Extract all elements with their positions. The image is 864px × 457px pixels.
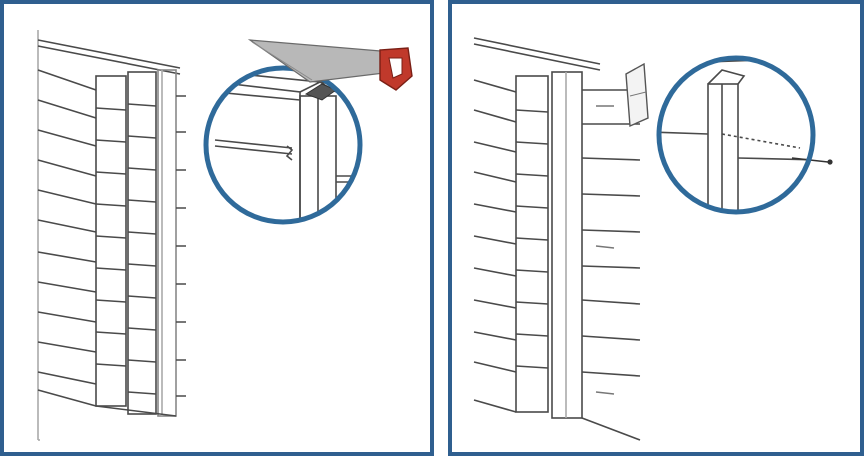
magnifier-right bbox=[656, 55, 833, 215]
siding-wall-left bbox=[37, 30, 186, 441]
panel-left bbox=[0, 0, 434, 456]
siding-wall-right bbox=[473, 37, 641, 441]
hand-saw-icon bbox=[247, 39, 413, 91]
mounting-bracket bbox=[625, 62, 649, 128]
panel-right bbox=[448, 0, 864, 456]
panel-right-frame bbox=[448, 0, 864, 456]
